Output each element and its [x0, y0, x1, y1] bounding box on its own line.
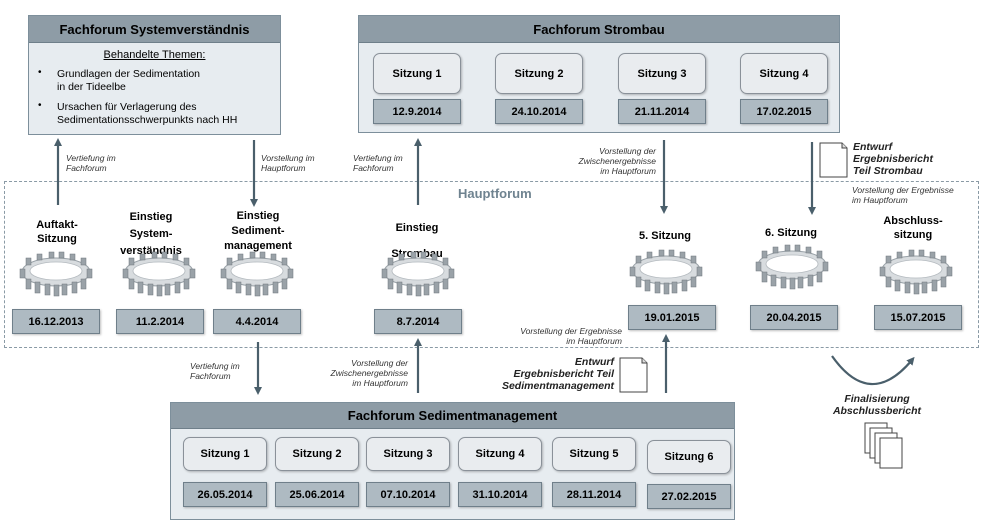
strombau-date-1: 12.9.2014 — [373, 99, 461, 124]
systemverstaendnis-panel: Fachforum Systemverständnis Behandelte T… — [28, 15, 281, 135]
hauptforum-title: Hauptforum — [458, 186, 532, 201]
sedimentmanagement-title: Fachforum Sedimentmanagement — [171, 403, 734, 429]
strombau-session-1: Sitzung 1 — [373, 53, 461, 94]
sed-date-1: 26.05.2014 — [183, 482, 267, 507]
meeting-7-label: Abschluss-sitzung — [883, 215, 943, 241]
topic-1: Grundlagen der Sedimentation in der Tide… — [57, 68, 201, 93]
meeting-1-date: 16.12.2013 — [12, 309, 100, 334]
strombau-date-4: 17.02.2015 — [740, 99, 828, 124]
sed-session-4: Sitzung 4 — [458, 437, 542, 471]
strombau-session-3: Sitzung 3 — [618, 53, 706, 94]
sed-date-6: 27.02.2015 — [647, 484, 731, 509]
meeting-6-date: 20.04.2015 — [750, 305, 838, 330]
sed-session-6: Sitzung 6 — [647, 440, 731, 474]
strombau-session-2: Sitzung 2 — [495, 53, 583, 94]
hauptforum-frame — [4, 181, 979, 348]
topic-2: Ursachen für Verlagerung des Sedimentati… — [57, 101, 238, 126]
meeting-5-label: 5. Sitzung — [639, 230, 691, 242]
strombau-session-4: Sitzung 4 — [740, 53, 828, 94]
bullet: • — [38, 67, 42, 78]
meeting-6-label: 6. Sitzung — [765, 227, 817, 239]
sed-session-5: Sitzung 5 — [552, 437, 636, 471]
sed-session-2: Sitzung 2 — [275, 437, 359, 471]
systemverstaendnis-title: Fachforum Systemverständnis — [29, 16, 280, 43]
sed-session-3: Sitzung 3 — [366, 437, 450, 471]
topics-heading: Behandelte Themen: — [103, 49, 206, 61]
meeting-3-date: 4.4.2014 — [213, 309, 301, 334]
strombau-date-3: 21.11.2014 — [618, 99, 706, 124]
document-icon — [619, 357, 648, 393]
sed-date-5: 28.11.2014 — [552, 482, 636, 507]
document-icon — [819, 142, 848, 178]
meeting-7-date: 15.07.2015 — [874, 305, 962, 330]
bullet: • — [38, 100, 42, 111]
sed-date-3: 07.10.2014 — [366, 482, 450, 507]
sed-session-1: Sitzung 1 — [183, 437, 267, 471]
document-stack-icon — [864, 422, 903, 469]
strombau-date-2: 24.10.2014 — [495, 99, 583, 124]
strombau-title: Fachforum Strombau — [359, 16, 839, 43]
meeting-5-date: 19.01.2015 — [628, 305, 716, 330]
sed-date-4: 31.10.2014 — [458, 482, 542, 507]
meeting-1-label: Auftakt-Sitzung — [36, 219, 78, 245]
curved-arrow-icon — [831, 355, 915, 386]
meeting-2-date: 11.2.2014 — [116, 309, 204, 334]
meeting-4-date: 8.7.2014 — [374, 309, 462, 334]
sed-date-2: 25.06.2014 — [275, 482, 359, 507]
